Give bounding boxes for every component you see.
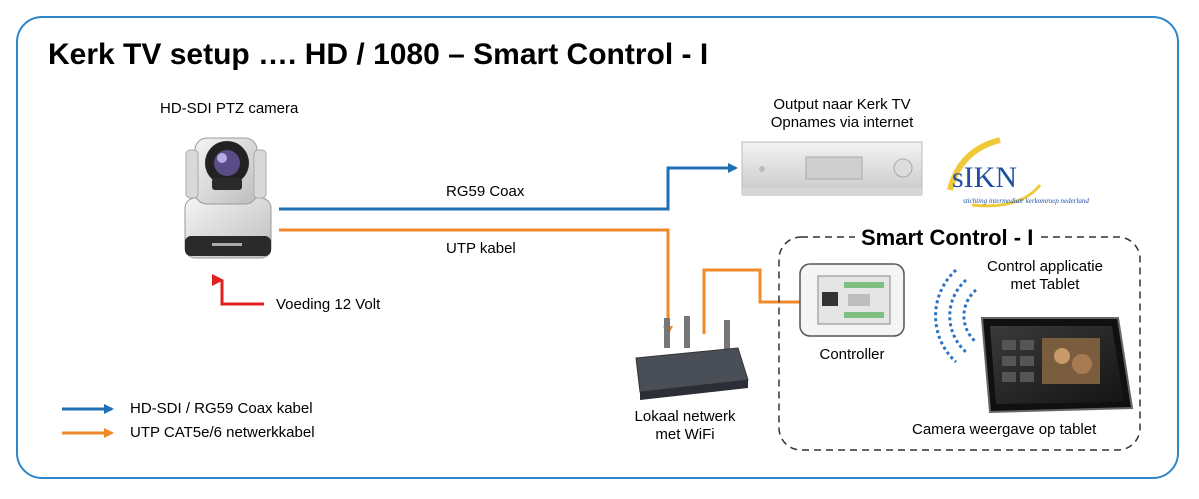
controller-label: Controller [819, 346, 885, 363]
sikn-logo-subtext: stichting intermediair kerkomroep nederl… [963, 197, 1089, 205]
coax-cable [279, 163, 738, 211]
sikn-logo-text: sIKN [952, 161, 1017, 194]
legend [62, 404, 114, 438]
wifi-signal-icon [934, 268, 977, 364]
router-label-line1: Lokaal netwerk [634, 408, 736, 425]
tablet-label-line1: Control applicatie [987, 258, 1103, 275]
router-label-line2: met WiFi [655, 426, 715, 443]
camera-view-label: Camera weergave op tablet [912, 421, 1097, 438]
ptz-camera-icon [184, 137, 272, 259]
wifi-router-icon [635, 316, 749, 400]
page-title: Kerk TV setup …. HD / 1080 – Smart Contr… [48, 38, 709, 71]
utp-cable-camera [279, 228, 673, 336]
utp-cable-label: UTP kabel [446, 240, 516, 257]
controller-icon [799, 263, 905, 337]
smart-control-title: Smart Control - I [855, 225, 1040, 251]
sikn-logo: sIKN stichting intermediair kerkomroep n… [947, 137, 1089, 208]
camera-label: HD-SDI PTZ camera [160, 100, 299, 117]
power-label: Voeding 12 Volt [276, 296, 381, 313]
legend-label-coax: HD-SDI / RG59 Coax kabel [130, 400, 313, 417]
coax-cable-label: RG59 Coax [446, 183, 525, 200]
legend-label-utp: UTP CAT5e/6 netwerkkabel [130, 424, 315, 441]
utp-cable-controller [702, 268, 810, 334]
diagram-frame [16, 16, 1179, 479]
recorder-label-line2: Opnames via internet [770, 114, 914, 131]
tablet-label-line2: met Tablet [1010, 276, 1080, 293]
recorder-device-icon [741, 141, 923, 196]
power-arrow [212, 274, 264, 306]
tablet-icon [980, 317, 1134, 414]
recorder-label-line1: Output naar Kerk TV [773, 96, 911, 113]
